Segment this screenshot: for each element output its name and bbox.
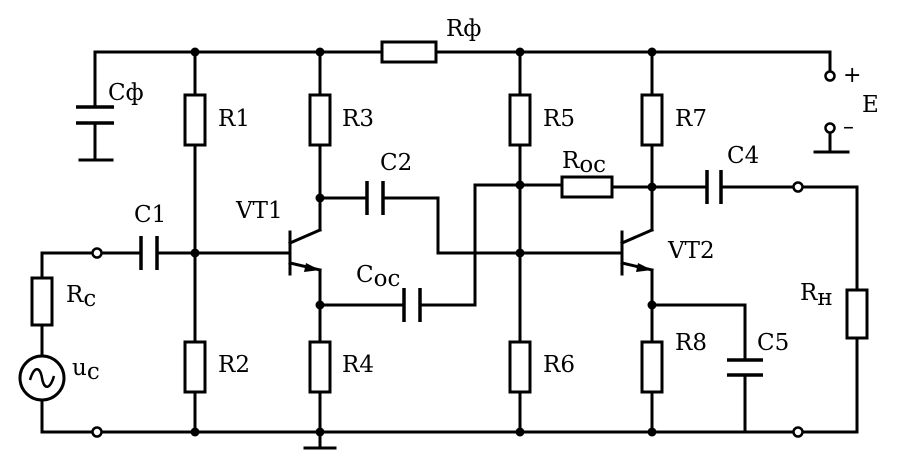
- resistors: [30, 40, 869, 394]
- label-rn: Rн: [800, 280, 833, 311]
- resistor-rn: [845, 288, 869, 340]
- label-vt1: VT1: [235, 198, 283, 224]
- label-r6: R6: [543, 352, 575, 378]
- terminal-output-ground: [792, 426, 804, 438]
- label-r7: R7: [675, 106, 707, 132]
- label-r2: R2: [218, 352, 250, 378]
- resistor-r4: [308, 340, 332, 394]
- label-uc: uc: [72, 355, 100, 385]
- terminal-e-minus: [824, 122, 836, 134]
- capacitors: [76, 105, 763, 377]
- resistor-r1: [183, 93, 207, 147]
- label-r-phi: Rф: [446, 16, 481, 42]
- resistor-rc: [30, 276, 54, 327]
- resistor-r3: [308, 93, 332, 147]
- label-vt2: VT2: [667, 238, 715, 264]
- wire-e-minus: [813, 130, 850, 154]
- wire-top-rail: [93, 50, 832, 75]
- resistor-roc: [560, 175, 614, 199]
- wire-input: [40, 251, 197, 434]
- label-r3: R3: [342, 106, 374, 132]
- terminal-input: [91, 247, 103, 259]
- label-c-phi: Cф: [108, 80, 144, 106]
- label-r8: R8: [675, 330, 707, 356]
- resistor-r7: [640, 93, 664, 147]
- label-c2: C2: [380, 150, 412, 176]
- transistor-vt1: [288, 228, 322, 276]
- resistor-r8: [640, 340, 664, 394]
- terminal-input-ground: [91, 426, 103, 438]
- label-roc: Roc: [562, 148, 606, 178]
- terminal-e-plus: [824, 70, 836, 82]
- label-c5: C5: [757, 330, 789, 356]
- labels: Rф Cф R1 R2 R3 R4 R5 R6 R7 R8 C1 C2 C4 C…: [66, 16, 879, 385]
- label-rc: Rc: [66, 282, 96, 312]
- label-r5: R5: [543, 106, 575, 132]
- wire-c-phi: [78, 50, 114, 162]
- label-coc: Coc: [356, 262, 400, 292]
- resistor-r5: [508, 93, 532, 147]
- capacitor-c4: [705, 170, 723, 204]
- label-r4: R4: [342, 352, 374, 378]
- wire-c2: [318, 196, 624, 255]
- terminals: [91, 70, 836, 438]
- label-r1: R1: [218, 106, 250, 132]
- label-plus: +: [843, 63, 861, 88]
- transistor-vt2: [620, 228, 654, 276]
- capacitor-c-phi: [76, 105, 114, 125]
- wires: [40, 50, 859, 450]
- capacitor-c1: [139, 236, 159, 270]
- resistor-r2: [183, 340, 207, 394]
- terminal-output: [792, 181, 804, 193]
- capacitor-c5: [727, 358, 763, 377]
- capacitor-c2: [365, 181, 385, 215]
- capacitor-coc: [402, 288, 422, 322]
- label-e: E: [862, 92, 879, 118]
- sine-wave-icon: [28, 368, 56, 388]
- resistor-r-phi: [380, 40, 438, 64]
- label-c1: C1: [134, 202, 166, 228]
- ac-source: [18, 354, 66, 402]
- label-minus: –: [843, 115, 854, 140]
- vt1-emitter-arrow-icon: [304, 263, 320, 272]
- junctions: [190, 47, 657, 437]
- resistor-r6: [508, 340, 532, 394]
- label-c4: C4: [727, 143, 759, 169]
- wire-load: [796, 185, 859, 434]
- vt2-emitter-arrow-icon: [636, 263, 652, 272]
